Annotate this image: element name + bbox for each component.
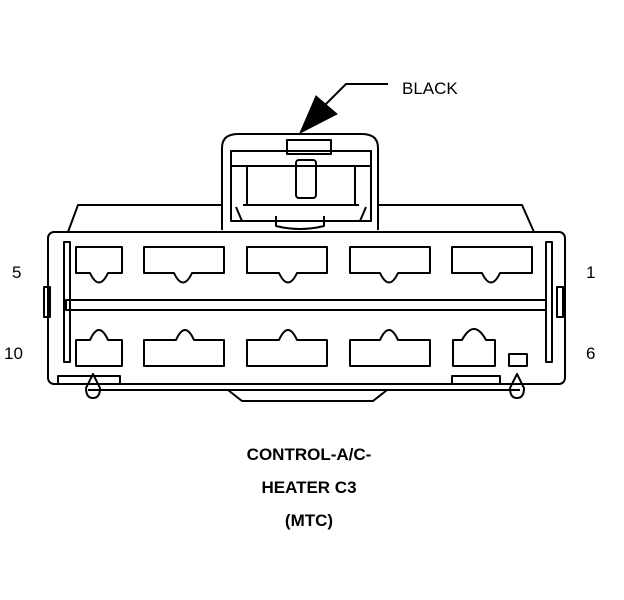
housing-bottom [57, 373, 525, 402]
cavity-pin-2 [349, 246, 431, 284]
cavity-pin-6 [452, 328, 496, 367]
polarization-key [508, 353, 528, 367]
cavity-row-bottom [75, 328, 528, 367]
pin-label-bottom-left: 10 [4, 344, 23, 363]
cavity-pin-9 [143, 329, 225, 367]
pin-label-bottom-right: 6 [586, 344, 595, 363]
locking-latch [221, 133, 379, 230]
left-lock-tab [43, 286, 51, 318]
color-label: BLACK [402, 79, 458, 98]
pin-label-top-right: 1 [586, 263, 595, 282]
caption-line-3: (MTC) [285, 511, 333, 530]
right-lock-tab [556, 286, 564, 318]
center-separator-bar [65, 299, 547, 311]
cavity-pin-4 [143, 246, 225, 284]
cavity-pin-5 [75, 246, 123, 284]
pin-label-top-left: 5 [12, 263, 21, 282]
housing-top-shell [67, 204, 535, 233]
cavity-pin-7 [349, 329, 431, 367]
right-locator-peg [509, 373, 525, 399]
cavity-pin-3 [246, 246, 328, 284]
connector-body [47, 231, 566, 385]
left-locator-peg [85, 373, 101, 399]
cavity-pin-8 [246, 329, 328, 367]
cavity-pin-1 [451, 246, 533, 284]
cavity-pin-10 [75, 329, 123, 367]
caption-line-2: HEATER C3 [261, 478, 356, 497]
callout-arrowhead [298, 95, 338, 135]
left-side-rail [63, 241, 71, 363]
caption-line-1: CONTROL-A/C- [247, 445, 372, 464]
callout-leader [298, 83, 388, 135]
cavity-row-top [75, 246, 533, 284]
